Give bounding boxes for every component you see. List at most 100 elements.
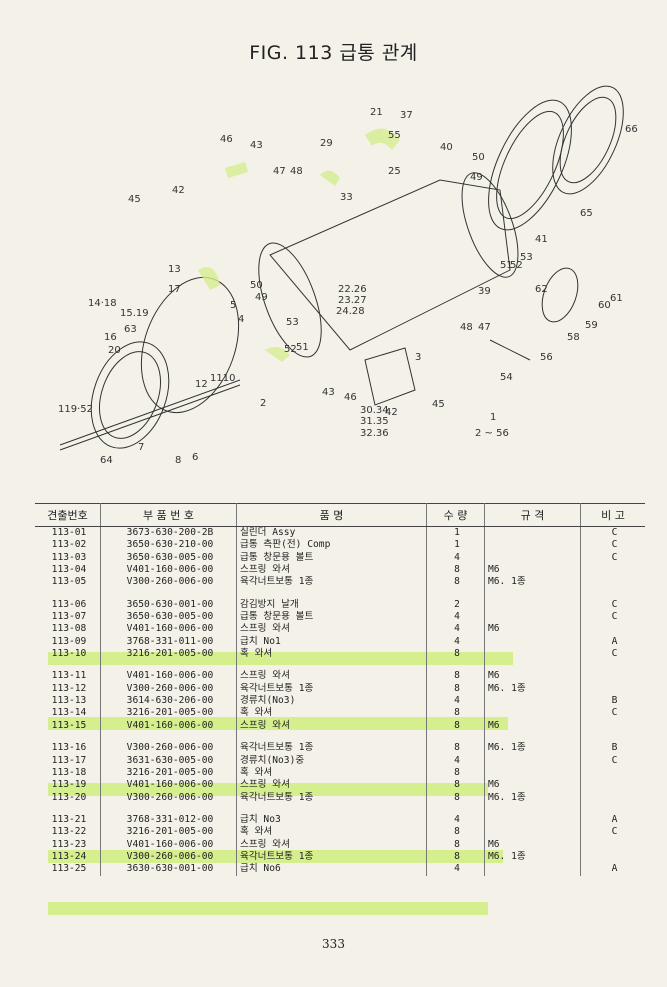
cell-index: 113-21 (35, 813, 101, 827)
svg-text:1: 1 (490, 412, 496, 423)
cell-index: 113-20 (35, 791, 101, 804)
cell-part-name: 급치 No3 (236, 813, 427, 827)
cell-remarks (581, 564, 646, 576)
cell-part-name: 스프링 와셔 (236, 719, 427, 733)
svg-text:58: 58 (567, 332, 580, 343)
cell-index: 113-09 (35, 635, 101, 649)
svg-text:56: 56 (540, 352, 553, 363)
cell-part-name: 육각너트보통 1종 (236, 682, 427, 696)
cell-index: 113-04 (35, 564, 101, 577)
svg-text:54: 54 (500, 372, 513, 383)
cell-spec: M6. 1종 (484, 791, 581, 804)
cell-quantity: 8 (426, 576, 485, 589)
cell-part-name: 스프링 와셔 (236, 779, 427, 792)
cell-part-name: 경류치(No3)중 (236, 754, 427, 767)
cell-part-number: 3650-630-005-00 (100, 611, 237, 624)
cell-quantity: 8 (426, 779, 485, 792)
cell-quantity: 8 (426, 791, 485, 804)
cell-spec (484, 754, 581, 767)
cell-quantity: 8 (426, 838, 485, 851)
cell-remarks: C (611, 527, 618, 538)
cell-quantity: 1 (426, 539, 485, 552)
svg-text:52: 52 (510, 260, 523, 271)
table-header-row: 견출번호 부 품 번 호 품 명 수 량 규 격 비 고 (35, 503, 645, 527)
cell-spec (484, 813, 581, 827)
cell-index: 113-25 (35, 863, 101, 876)
cell-part-name: 육각너트보통 1종 (236, 791, 427, 804)
cell-spec: M6 (484, 779, 581, 792)
cell-part-number: V401-160-006-00 (100, 564, 237, 577)
cell-quantity: 4 (426, 754, 485, 767)
cell-index: 113-15 (35, 719, 101, 733)
cell-part-number: 3768-331-012-00 (100, 813, 237, 827)
svg-text:31.35: 31.35 (360, 416, 389, 427)
cell-spec: M6 (484, 564, 581, 577)
cell-part-number: V401-160-006-00 (100, 670, 237, 683)
svg-text:16: 16 (104, 332, 117, 343)
cell-part-name: 스프링 와셔 (236, 670, 427, 683)
cell-part-number: V300-260-006-00 (100, 742, 237, 755)
svg-text:22.26: 22.26 (338, 284, 367, 295)
col-header-remarks: 비 고 (580, 503, 645, 527)
cell-part-name: 혹 와셔 (236, 766, 427, 780)
cell-part-name: 스프링 와셔 (236, 564, 427, 577)
cell-remarks (581, 792, 646, 804)
cell-spec (484, 635, 581, 649)
cell-spec: M6. 1종 (484, 850, 581, 864)
svg-text:45: 45 (432, 399, 445, 410)
cell-remarks: C (611, 754, 618, 766)
group-spacer (35, 588, 645, 599)
svg-text:2: 2 (260, 398, 266, 409)
svg-text:37: 37 (400, 110, 413, 121)
cell-spec: M6 (484, 670, 581, 683)
page-number: 333 (322, 937, 345, 951)
cell-index: 113-23 (35, 838, 101, 851)
cell-spec (484, 695, 581, 708)
cell-part-name: 급통 창문용 볼트 (236, 611, 427, 624)
cell-part-number: 3630-630-001-00 (100, 863, 237, 876)
svg-text:32.36: 32.36 (360, 428, 389, 439)
svg-text:43: 43 (250, 140, 263, 151)
cell-remarks (581, 851, 646, 863)
cell-spec: M6 (484, 719, 581, 733)
cell-part-name: 경류치(No3) (236, 695, 427, 708)
cell-index: 113-24 (35, 850, 101, 864)
cell-index: 113-01 (35, 526, 101, 540)
cell-index: 113-18 (35, 766, 101, 780)
svg-text:30.34: 30.34 (360, 405, 389, 416)
cell-remarks: C (611, 539, 618, 551)
cell-spec (484, 526, 581, 540)
col-header-spec: 규 격 (484, 503, 581, 527)
svg-text:61: 61 (610, 293, 623, 304)
cell-quantity: 8 (426, 707, 485, 720)
cell-spec (484, 648, 581, 661)
cell-quantity: 8 (426, 670, 485, 683)
group-spacer (35, 660, 645, 671)
cell-index: 113-14 (35, 707, 101, 720)
cell-part-name: 스프링 와셔 (236, 623, 427, 636)
cell-spec: M6. 1종 (484, 576, 581, 589)
highlight-mark (48, 902, 488, 915)
cell-remarks: C (611, 611, 618, 623)
cell-index: 113-02 (35, 539, 101, 552)
svg-text:62: 62 (535, 284, 548, 295)
cell-remarks: C (611, 551, 618, 563)
svg-text:119·52: 119·52 (58, 404, 93, 415)
svg-text:59: 59 (585, 320, 598, 331)
cell-quantity: 2 (426, 598, 485, 612)
svg-text:66: 66 (625, 124, 638, 135)
svg-text:15.19: 15.19 (120, 308, 149, 319)
cell-spec (484, 611, 581, 624)
cell-remarks (581, 683, 646, 695)
cell-remarks: A (611, 863, 618, 875)
cell-quantity: 8 (426, 826, 485, 839)
cell-part-name: 육각너트보통 1종 (236, 576, 427, 589)
